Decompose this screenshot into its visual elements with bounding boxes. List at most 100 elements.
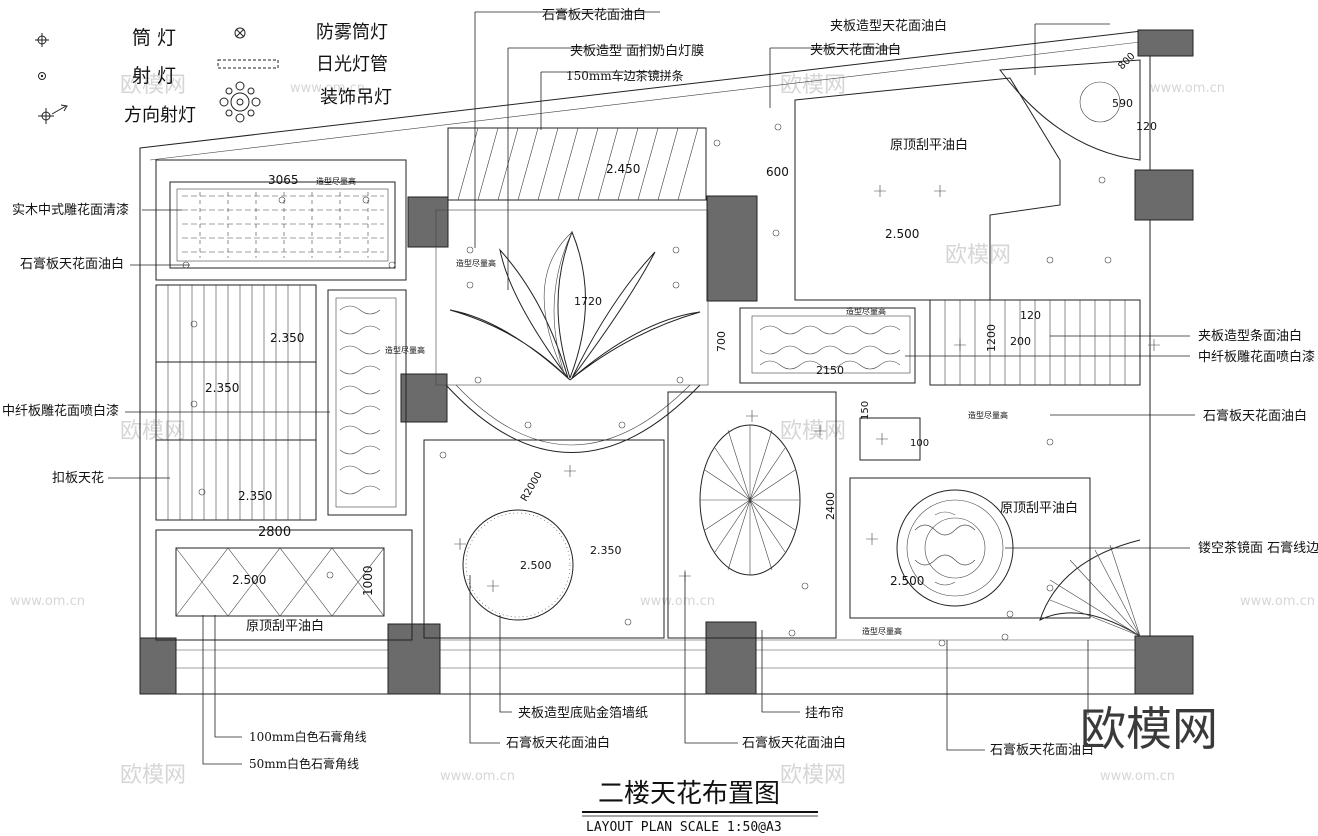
right-medallion-room: 原顶刮平油白 2.500 造型尽量高 [849, 477, 1141, 637]
dim-1720: 1720 [574, 295, 602, 308]
dim-2800: 2800 [258, 525, 291, 540]
right-strip-room: 120 200 1200 造型尽量高 100 150 [859, 299, 1141, 461]
label-50-cornice: 50mm白色石膏角线 [249, 756, 359, 771]
left-bottom-room: 2800 2.500 原顶刮平油白 1000 [155, 525, 413, 641]
title-block: 二楼天花布置图 LAYOUT PLAN SCALE 1:50@A3 [582, 779, 818, 835]
legend-downlight: 筒 灯 [132, 27, 176, 49]
directional-spot-icon [38, 104, 68, 124]
room-original-2: 原顶刮平油白 [890, 137, 968, 153]
watermark-text: 欧模网 [945, 243, 1011, 268]
watermark-text: 欧模网 [780, 419, 846, 444]
watermark-text: 欧模网 [780, 763, 846, 788]
label-solid-wood: 实木中式雕花面清漆 [12, 202, 129, 218]
dim-R: R2000 [519, 470, 545, 504]
watermark-url: www.om.cn [1240, 594, 1315, 609]
room-original-1: 原顶刮平油白 [246, 618, 324, 634]
dim-590: 590 [1112, 97, 1133, 110]
watermark-url: www.om.cn [1150, 81, 1225, 96]
legend-spotlight: 射 灯 [132, 65, 176, 87]
dim-2350-a: 2.350 [270, 331, 304, 345]
drawing-title: 二楼天花布置图 [598, 779, 780, 809]
left-buckle-ceiling-room: 2.350 2.350 2.350 [155, 284, 317, 521]
watermark-url: www.om.cn [440, 769, 515, 784]
watermark-url: www.om.cn [640, 594, 715, 609]
dim-600: 600 [766, 165, 789, 179]
dim-150: 150 [860, 401, 871, 420]
watermark-text: 欧模网 [120, 763, 186, 788]
center-oval-room: 2400 [667, 391, 837, 639]
spotlight-icon [38, 72, 46, 80]
label-right-mdf: 中纤板雕花面喷白漆 [1198, 349, 1315, 365]
watermark-text: 欧模网 [120, 73, 186, 98]
callout-labels: 石膏板天花面油白 夹板造型 面扪奶白灯膜 150mm车边茶镜拼条 夹板造型天花面… [2, 7, 1318, 771]
dim-2350-b: 2.350 [205, 381, 239, 395]
drawing-subtitle: LAYOUT PLAN SCALE 1:50@A3 [586, 820, 782, 835]
leader-lines [108, 11, 1195, 765]
shape-height-note: 造型尽量高 [316, 176, 356, 186]
label-bottom-gypsum-3: 石膏板天花面油白 [990, 742, 1094, 758]
structural-columns [139, 29, 1194, 695]
label-top-gypsum: 石膏板天花面油白 [542, 7, 646, 23]
watermark-url: www.om.cn [1100, 769, 1175, 784]
label-hollow-mirror: 镂空茶镜面 石膏线边 [1198, 540, 1318, 556]
chandelier-icon [219, 81, 261, 123]
dim-100: 100 [910, 438, 929, 449]
downlight-icon [35, 33, 49, 47]
label-bottom-gypsum-1: 石膏板天花面油白 [506, 735, 610, 751]
dim-2350-c: 2.350 [238, 489, 272, 503]
center-mirror-strip: 2.450 [447, 127, 707, 201]
dim-2400: 2400 [824, 492, 837, 520]
label-teak-strip: 150mm车边茶镜拼条 [566, 68, 684, 83]
label-buckle-ceiling: 扣板天花 [52, 470, 104, 486]
label-right-gypsum: 石膏板天花面油白 [1203, 408, 1307, 424]
dim-3065: 3065 [268, 173, 299, 187]
label-bottom-gypsum-2: 石膏板天花面油白 [742, 735, 846, 751]
chinese-carved-pattern [182, 192, 384, 258]
watermark-url: www.om.cn [10, 594, 85, 609]
label-gold-foil: 夹板造型底贴金箔墙纸 [518, 705, 648, 721]
dim-2500-b: 2.500 [520, 559, 552, 572]
legend: 筒 灯 射 灯 方向射灯 防雾筒灯 日光灯管 装饰吊灯 [35, 22, 392, 126]
left-carved-strip: 造型尽量高 [327, 289, 425, 516]
shape-height-note: 造型尽量高 [968, 410, 1008, 420]
legend-chandelier: 装饰吊灯 [320, 87, 392, 108]
room-original-3: 原顶刮平油白 [1000, 500, 1078, 516]
dim-2500-c: 2.500 [885, 227, 919, 241]
watermark-logo: 欧模网 [1080, 702, 1218, 756]
dim-800: 800 [1116, 51, 1137, 72]
label-plywood-shape: 夹板造型天花面油白 [830, 18, 947, 34]
shape-height-note: 造型尽量高 [862, 626, 902, 636]
center-lotus-ceiling: 1720 造型尽量高 [435, 209, 709, 386]
label-left-mdf: 中纤板雕花面喷白漆 [2, 403, 119, 419]
label-curtain: 挂布帘 [805, 705, 844, 721]
label-lamp-film: 夹板造型 面扪奶白灯膜 [570, 43, 704, 59]
dim-200: 200 [1010, 335, 1031, 348]
legend-directional: 方向射灯 [124, 105, 196, 126]
dim-2500-a: 2.500 [232, 573, 266, 587]
dim-2450: 2.450 [606, 162, 640, 176]
watermark-text: 欧模网 [780, 73, 846, 98]
dim-120-top: 120 [1136, 120, 1157, 133]
fog-downlight-icon [234, 27, 246, 39]
watermark-layer: 欧模网 www.om.cn 欧模网 www.om.cn 欧模网 欧模网 欧模网 … [10, 73, 1315, 788]
dim-1000: 1000 [361, 565, 375, 596]
dim-120-mid: 120 [1020, 309, 1041, 322]
dim-2500-d: 2.500 [890, 574, 924, 588]
dim-1200: 1200 [985, 324, 998, 352]
label-100-cornice: 100mm白色石膏角线 [249, 729, 367, 744]
center-arch-room: 2.500 2.350 R2000 [423, 384, 701, 639]
dim-2150: 2150 [816, 364, 844, 377]
dim-700: 700 [715, 331, 728, 352]
left-top-panel: 3065 造型尽量高 [155, 159, 407, 281]
legend-fluorescent: 日光灯管 [316, 54, 388, 75]
label-plywood-strip: 夹板造型条面油白 [1198, 328, 1302, 344]
watermark-url: www.om.cn [290, 81, 365, 96]
label-left-gypsum: 石膏板天花面油白 [20, 256, 124, 272]
dim-2350-d: 2.350 [590, 544, 622, 557]
right-carved-panel: 700 2150 造型尽量高 [715, 306, 916, 384]
shape-height-note: 造型尽量高 [456, 258, 496, 268]
shape-height-note: 造型尽量高 [846, 306, 886, 316]
fluorescent-tube-icon [217, 59, 279, 69]
shape-height-note: 造型尽量高 [385, 345, 425, 355]
